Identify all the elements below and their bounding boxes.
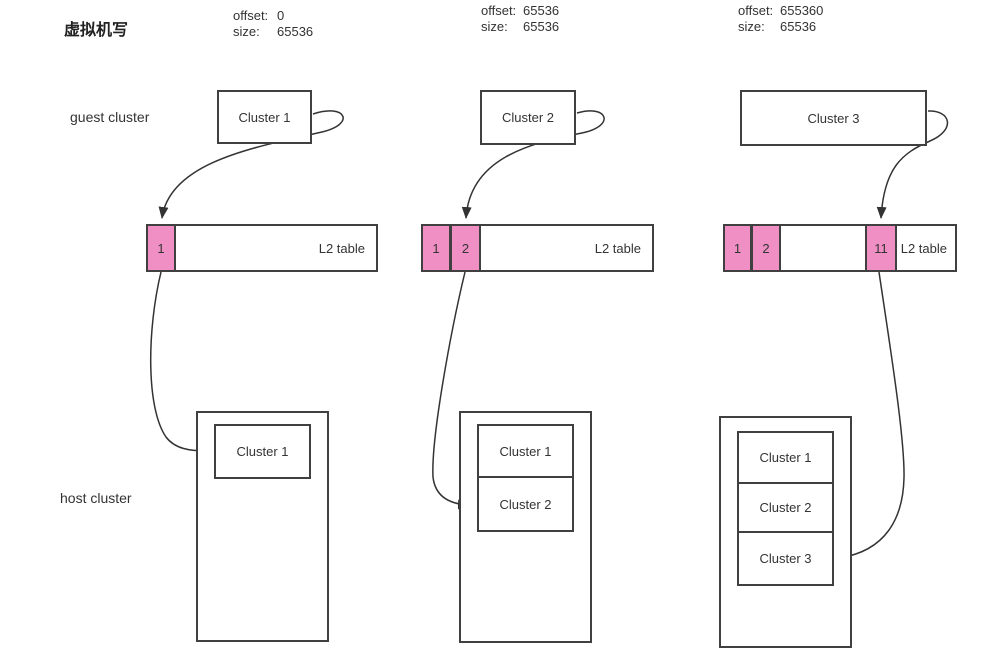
size-value: 65536 <box>523 19 560 34</box>
l2-entry-1: 1 <box>723 224 752 272</box>
host-cluster-1-box: Cluster 1 <box>737 431 834 484</box>
offset-label: offset: <box>233 8 269 23</box>
host-cluster-container-1: Cluster 1 <box>196 411 329 642</box>
guest-cluster-label: guest cluster <box>70 109 150 125</box>
guest-cluster-2-box: Cluster 2 <box>480 90 576 145</box>
l2-entry-1: 1 <box>421 224 451 272</box>
l2-table-label: L2 table <box>318 240 365 256</box>
host-cluster-1-box: Cluster 1 <box>214 424 311 479</box>
l2-entry-11: 11 <box>865 224 897 272</box>
l2-table-1: 1 L2 table <box>146 224 378 272</box>
l2-table-label: L2 table <box>900 240 947 256</box>
size-value: 65536 <box>780 19 817 34</box>
offset-label: offset: <box>738 3 774 18</box>
l2-table-label: L2 table <box>594 240 641 256</box>
l2-table-2: 1 2 L2 table <box>421 224 654 272</box>
host-cluster-container-3: Cluster 1 Cluster 2 Cluster 3 <box>719 416 852 648</box>
meta-column-3: offset: 655360 size: 65536 <box>738 3 823 35</box>
offset-row: offset: 655360 <box>738 3 823 19</box>
host-cluster-container-2: Cluster 1 Cluster 2 <box>459 411 592 643</box>
host-cluster-2-box: Cluster 2 <box>737 482 834 533</box>
size-row: size: 65536 <box>738 19 823 35</box>
size-row: size: 65536 <box>481 19 559 35</box>
host-cluster-1-box: Cluster 1 <box>477 424 574 478</box>
size-row: size: 65536 <box>233 24 313 40</box>
size-value: 65536 <box>277 24 314 39</box>
guest-cluster-3-box: Cluster 3 <box>740 90 927 146</box>
guest-cluster-1-box: Cluster 1 <box>217 90 312 144</box>
offset-label: offset: <box>481 3 517 18</box>
size-label: size: <box>233 24 260 39</box>
offset-row: offset: 65536 <box>481 3 559 19</box>
host-cluster-3-box: Cluster 3 <box>737 531 834 586</box>
l2-table-3: 1 2 11 L2 table <box>723 224 957 272</box>
offset-row: offset: 0 <box>233 8 313 24</box>
offset-value: 0 <box>277 8 285 23</box>
offset-value: 65536 <box>523 3 560 18</box>
page-title: 虚拟机写 <box>64 22 129 39</box>
l2-entry-1: 1 <box>146 224 176 272</box>
offset-value: 655360 <box>780 3 824 18</box>
size-label: size: <box>481 19 508 34</box>
size-label: size: <box>738 19 765 34</box>
l2-entry-2: 2 <box>751 224 781 272</box>
host-cluster-2-box: Cluster 2 <box>477 476 574 532</box>
meta-column-1: offset: 0 size: 65536 <box>233 8 313 40</box>
l2-entry-2: 2 <box>450 224 481 272</box>
host-cluster-label: host cluster <box>60 490 132 506</box>
meta-column-2: offset: 65536 size: 65536 <box>481 3 559 35</box>
